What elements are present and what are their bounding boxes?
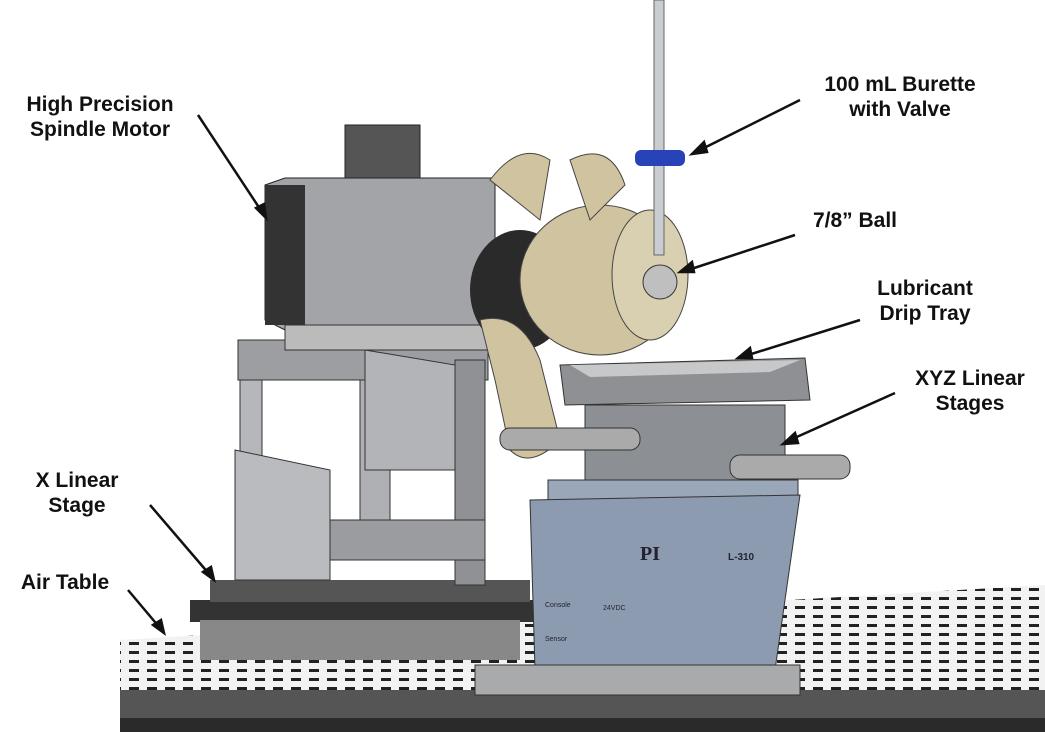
x-linear-stage — [190, 580, 540, 660]
callout-arrows — [127, 98, 896, 636]
sensor-text: Sensor — [545, 636, 568, 643]
ball-holder — [470, 152, 689, 459]
arrow-airtable — [127, 589, 161, 629]
power-text: 24VDC — [603, 605, 626, 612]
label-ball: 7/8” Ball — [790, 208, 920, 233]
label-line: X Linear — [35, 469, 119, 492]
spindle-motor — [264, 124, 496, 351]
label-burette: 100 mL Burette with Valve — [800, 72, 1000, 122]
label-drip-tray: Lubricant Drip Tray — [855, 276, 995, 326]
label-line: Spindle Motor — [30, 118, 170, 141]
arrow-burette — [699, 98, 801, 152]
label-line: Drip Tray — [879, 302, 971, 325]
label-line: with Valve — [849, 98, 951, 121]
label-line: Stages — [935, 392, 1005, 415]
aluminum-frame — [234, 339, 489, 586]
label-x-linear-stage: X Linear Stage — [12, 468, 142, 518]
arrow-xstage — [149, 504, 211, 576]
label-line: Lubricant — [877, 277, 973, 300]
label-xyz-stages: XYZ Linear Stages — [895, 366, 1045, 416]
label-line: High Precision — [26, 93, 174, 116]
drip-tray — [559, 357, 811, 406]
label-spindle-motor: High Precision Spindle Motor — [10, 92, 190, 142]
burette — [635, 0, 685, 256]
arrow-spindle — [196, 114, 264, 213]
arrow-ball — [687, 233, 796, 272]
label-line: XYZ Linear — [915, 367, 1025, 390]
label-air-table: Air Table — [5, 570, 125, 595]
arrow-xyz — [789, 391, 896, 442]
label-line: 100 mL Burette — [824, 73, 976, 96]
brand-text: PI — [640, 543, 660, 565]
label-line: Stage — [48, 494, 106, 517]
model-text: L-310 — [728, 552, 755, 563]
label-line: Air Table — [20, 571, 110, 594]
console-text: Console — [545, 602, 571, 609]
arrow-tray — [744, 318, 861, 358]
xyz-linear-stages: PI L-310 Console 24VDC Sensor — [474, 404, 851, 696]
label-line: 7/8” Ball — [812, 209, 898, 232]
